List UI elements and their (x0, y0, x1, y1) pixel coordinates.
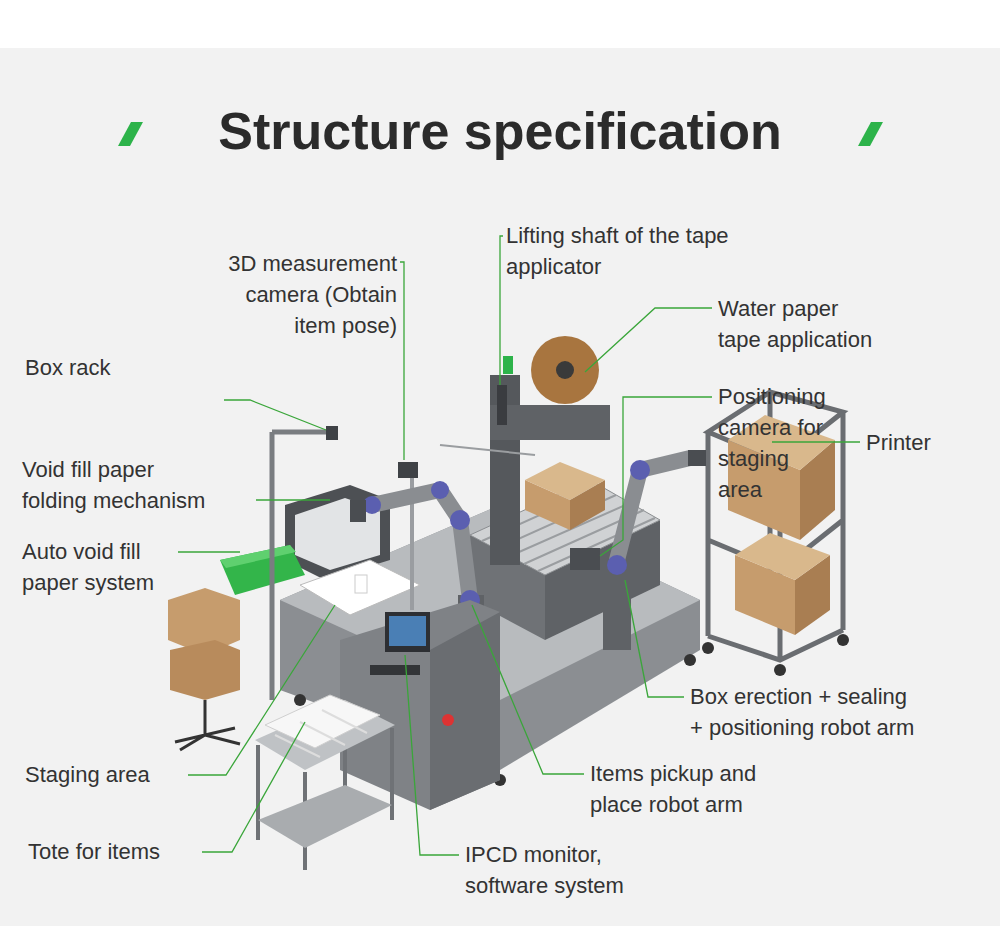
part-label: Staging area (25, 759, 195, 790)
top-band (0, 0, 1000, 48)
wheel (837, 634, 849, 646)
leader-line (256, 499, 330, 500)
monitor (385, 612, 430, 652)
monitor-screen (389, 616, 426, 646)
measurement-camera (398, 462, 418, 478)
cardboard-sheet (170, 640, 240, 700)
part-label: Void fill paper folding mechanism (22, 454, 214, 516)
leader-line (585, 308, 712, 372)
robot-joint (450, 510, 470, 530)
tape-head (490, 405, 610, 440)
part-label: Tote for items (28, 836, 203, 867)
keyboard (370, 665, 420, 675)
cardboard-box (735, 533, 830, 580)
leader-line (772, 441, 860, 442)
wheel (774, 664, 786, 676)
part-label: IPCD monitor, software system (465, 839, 665, 901)
robot-joint (431, 481, 449, 499)
tape-roll (531, 336, 599, 404)
robot-pedestal (603, 555, 631, 650)
tape-tower (490, 375, 520, 565)
title-mark (118, 122, 143, 146)
robot-arm (372, 490, 470, 600)
robot-gripper (688, 450, 706, 466)
camera-pole (272, 432, 335, 700)
control-cabinet (340, 600, 500, 810)
robot-gripper (350, 500, 366, 522)
table-shelf (258, 785, 392, 848)
tape-guide (440, 445, 535, 455)
part-label: Positioning camera for staging area (718, 381, 838, 505)
leader-line (188, 605, 335, 775)
item (355, 575, 367, 593)
title-mark (858, 122, 883, 146)
part-label: 3D measurement camera (Obtain item pose) (215, 248, 397, 341)
part-label: Lifting shaft of the tape applicator (506, 220, 734, 282)
part-label: Box erection + sealing + positioning rob… (690, 681, 922, 743)
part-label: Box rack (25, 352, 227, 383)
part-label: Auto void fill paper system (22, 536, 174, 598)
part-label: Water paper tape application (718, 293, 880, 355)
positioning-camera (326, 426, 338, 440)
control-cabinet (430, 612, 500, 810)
printer (570, 548, 600, 570)
cardboard-box (525, 462, 605, 500)
tape-roll-hub (556, 361, 574, 379)
robot-joint (630, 460, 650, 480)
title: Structure specification (218, 100, 781, 162)
leader-line (405, 655, 459, 855)
staging-plate (300, 560, 420, 615)
lifting-shaft (497, 385, 507, 425)
leader-line (600, 397, 712, 556)
leader-line (178, 551, 240, 552)
signal-light (503, 356, 513, 374)
void-fill-unit (220, 545, 296, 568)
stop-button (442, 714, 454, 726)
wheel (684, 654, 696, 666)
stand-legs (175, 700, 240, 750)
leader-line (625, 580, 684, 697)
table-top (255, 700, 395, 770)
leader-line (400, 262, 404, 460)
wheel (702, 642, 714, 654)
tote (265, 695, 380, 748)
robot-joint (607, 555, 627, 575)
robot-arm (617, 458, 690, 560)
leader-line (472, 605, 584, 774)
leader-line (500, 236, 503, 385)
part-label: Printer (866, 427, 991, 458)
leader-line (202, 722, 305, 852)
part-label: Items pickup and place robot arm (590, 758, 782, 820)
wheel (294, 694, 306, 706)
leader-line (224, 400, 326, 430)
